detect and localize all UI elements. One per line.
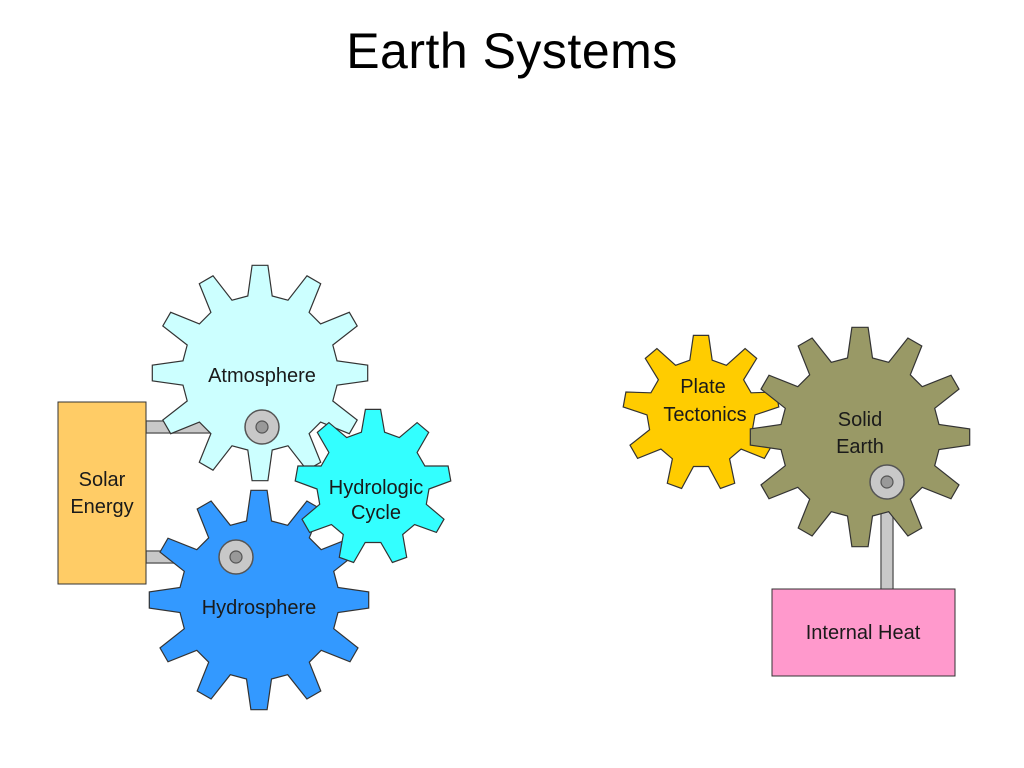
atmosphere-label: Atmosphere — [208, 365, 316, 387]
hydrologic-cycle-gear — [294, 408, 452, 564]
solar-energy-label-line1: Solar — [79, 469, 126, 491]
solar-energy-box: Solar Energy — [57, 401, 147, 585]
internal-heat-label: Internal Heat — [806, 622, 921, 644]
solid-earth-label-line2: Earth — [836, 436, 884, 458]
hydrologic-cycle-label-line2: Cycle — [351, 502, 401, 524]
hydrosphere-gear — [148, 489, 370, 711]
solid-earth-gear — [749, 326, 971, 548]
hydrologic-cycle-label-line1: Hydrologic — [329, 477, 423, 499]
hydrosphere-label: Hydrosphere — [202, 597, 317, 619]
slide-title: Earth Systems — [346, 23, 678, 79]
solid-earth-label-line1: Solid — [838, 409, 882, 431]
hydrosphere-axle — [218, 539, 254, 575]
atmosphere-axle — [244, 409, 280, 445]
solar-energy-rect — [57, 401, 147, 585]
atmosphere-gear — [151, 264, 369, 482]
plate-tectonics-label-line2: Tectonics — [663, 404, 746, 426]
internal-heat-rect — [771, 588, 956, 677]
internal-heat-box: Internal Heat — [771, 588, 956, 677]
solid-earth-axle — [869, 464, 905, 500]
solar-energy-label-line2: Energy — [70, 496, 133, 518]
plate-tectonics-gear — [622, 334, 780, 490]
plate-tectonics-label-line1: Plate — [680, 376, 726, 398]
